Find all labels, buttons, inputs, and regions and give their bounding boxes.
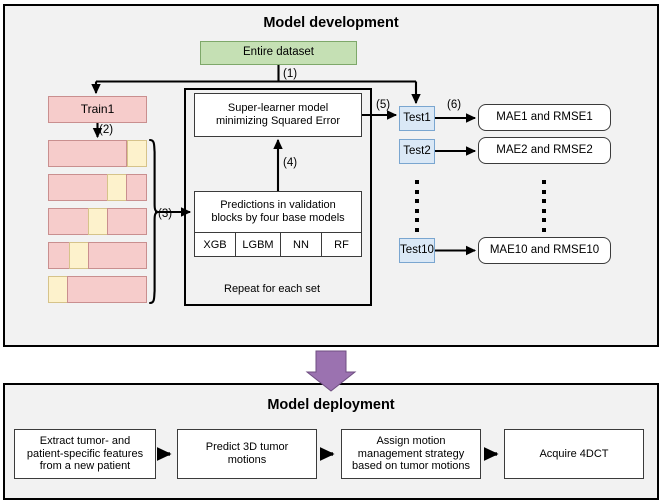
fold-validation-segment (69, 242, 89, 269)
metric-box-2: MAE2 and RMSE2 (478, 137, 611, 164)
ellipsis-dot (415, 180, 419, 184)
super-learner-box: Super-learner model minimizing Squared E… (194, 93, 362, 137)
fold-validation-segment (48, 276, 68, 303)
deployment-step-3-line-1: Assign motion (376, 434, 446, 447)
ellipsis-dot (415, 189, 419, 194)
deployment-step-3-line-3: based on tumor motions (351, 460, 470, 473)
base-model-lgbm: LGBM (235, 232, 281, 257)
ellipsis-dot (415, 199, 419, 204)
fold-validation-segment (88, 208, 108, 235)
base-model-nn: NN (280, 232, 322, 257)
super-learner-line-1: Super-learner model (227, 102, 329, 115)
ellipsis-dot (542, 208, 546, 213)
fold-train-segment (88, 242, 147, 269)
fold-train-segment (67, 276, 147, 303)
fold-train-segment (48, 242, 70, 269)
base-model-rf: RF (321, 232, 362, 257)
cv-fold-bar (48, 174, 147, 201)
ellipsis-dot (542, 189, 546, 194)
ellipsis-dots-metric (542, 180, 546, 232)
entire-dataset-box: Entire dataset (200, 41, 357, 65)
deployment-step-1-line-2: patient-specific features (26, 447, 144, 460)
test10-box: Test10 (399, 238, 435, 263)
ellipsis-dot (542, 180, 546, 184)
fold-train-segment (107, 208, 147, 235)
cv-fold-bar (48, 276, 147, 303)
deployment-step-4: Acquire 4DCT (504, 429, 644, 479)
deployment-step-3-line-2: management strategy (357, 447, 465, 460)
deployment-step-3: Assign motion management strategy based … (341, 429, 481, 479)
step-label-1: (1) (283, 68, 298, 80)
deployment-step-2: Predict 3D tumor motions (177, 429, 317, 479)
step-label-5: (5) (376, 99, 391, 111)
fold-train-segment (48, 208, 89, 235)
ellipsis-dot (415, 208, 419, 213)
step-label-3: (3) (158, 208, 173, 220)
train1-box: Train1 (48, 96, 147, 123)
ellipsis-dots-test (415, 180, 419, 232)
deployment-step-1-line-3: from a new patient (39, 460, 131, 473)
ellipsis-dot (542, 199, 546, 204)
step-label-4: (4) (283, 157, 298, 169)
ellipsis-dot (542, 218, 546, 223)
predictions-line-1: Predictions in validation (220, 199, 336, 212)
model-development-title: Model development (263, 15, 399, 31)
step-label-6: (6) (447, 99, 462, 111)
test1-box: Test1 (399, 106, 435, 131)
deployment-step-2-line-1: Predict 3D tumor (205, 441, 289, 454)
fold-train-segment (48, 174, 108, 201)
fold-validation-segment (127, 140, 147, 167)
base-model-xgb: XGB (194, 232, 236, 257)
deployment-step-2-line-2: motions (227, 454, 267, 466)
test2-box: Test2 (399, 139, 435, 164)
repeat-note: Repeat for each set (224, 283, 321, 295)
ellipsis-dot (415, 227, 419, 232)
ellipsis-dot (542, 227, 546, 232)
model-deployment-title: Model deployment (267, 397, 395, 413)
cv-fold-bar (48, 208, 147, 235)
cv-loop-container (184, 88, 372, 306)
ellipsis-dot (415, 218, 419, 223)
predictions-line-2: blocks by four base models (211, 212, 345, 224)
predictions-box: Predictions in validation blocks by four… (194, 191, 362, 233)
fold-train-segment (48, 140, 127, 167)
cv-fold-bar (48, 242, 147, 269)
deployment-step-1-line-1: Extract tumor- and (39, 434, 131, 447)
super-learner-line-2: minimizing Squared Error (215, 115, 341, 127)
step-label-2: (2) (99, 124, 114, 136)
deployment-step-1: Extract tumor- and patient-specific feat… (14, 429, 156, 479)
metric-box-1: MAE1 and RMSE1 (478, 104, 611, 131)
fold-validation-segment (107, 174, 127, 201)
cv-fold-bar (48, 140, 147, 167)
metric-box-10: MAE10 and RMSE10 (478, 237, 611, 264)
fold-train-segment (126, 174, 147, 201)
